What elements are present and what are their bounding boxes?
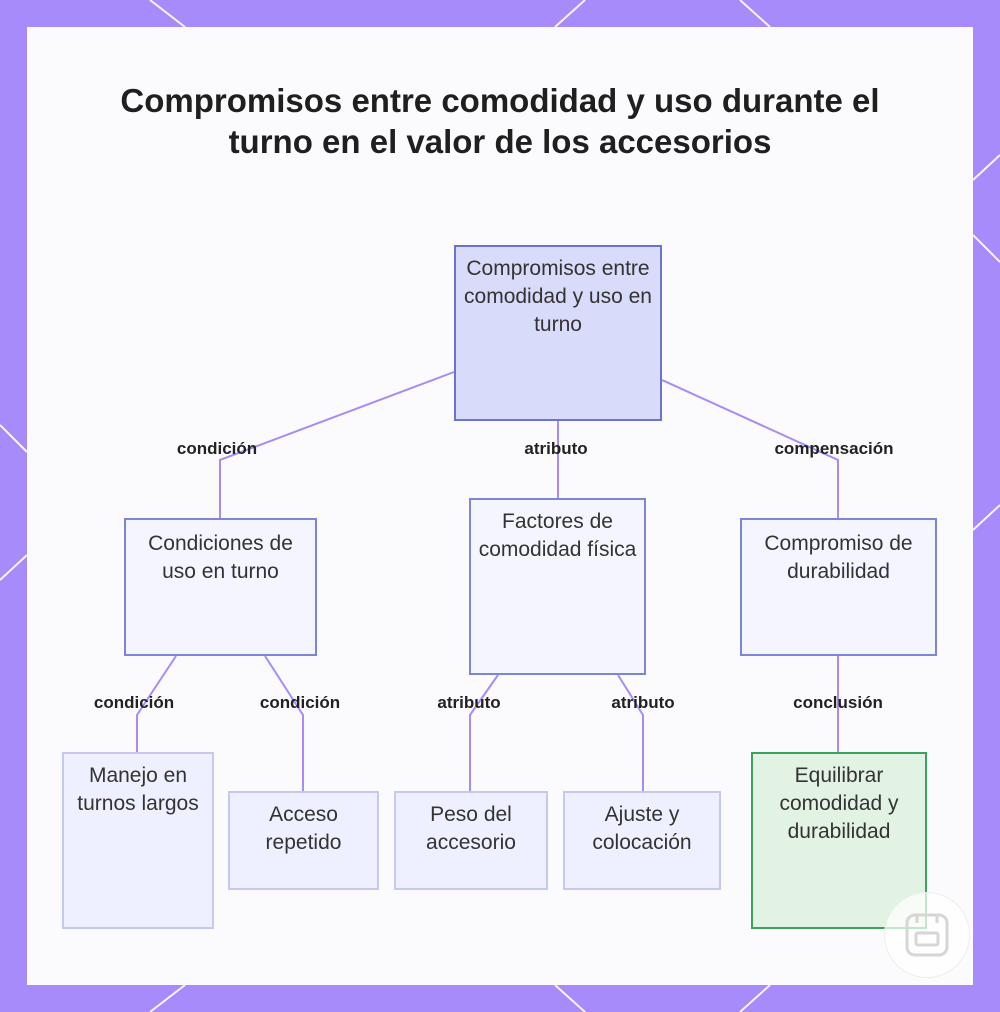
node-peso: Peso del accesorio — [394, 791, 548, 890]
node-ajuste: Ajuste y colocación — [563, 791, 721, 890]
edge-label-durabilidad-equilibrar: conclusión — [793, 693, 883, 713]
edge-condiciones-acceso — [265, 656, 303, 791]
edge-label-root-durabilidad: compensación — [774, 439, 893, 459]
node-peso-label: Peso del accesorio — [402, 801, 540, 857]
node-factores-label: Factores de comodidad física — [477, 508, 638, 564]
node-acceso: Acceso repetido — [228, 791, 379, 890]
node-root: Compromisos entre comodidad y uso en tur… — [454, 245, 662, 421]
node-root-label: Compromisos entre comodidad y uso en tur… — [462, 255, 654, 339]
node-ajuste-label: Ajuste y colocación — [571, 801, 713, 857]
node-equilibrar-label: Equilibrar comodidad y durabilidad — [759, 762, 919, 846]
node-durabilidad: Compromiso de durabilidad — [740, 518, 937, 656]
edge-label-factores-peso: atributo — [437, 693, 500, 713]
node-acceso-label: Acceso repetido — [236, 801, 371, 857]
node-manejo: Manejo en turnos largos — [62, 752, 214, 929]
app-logo-icon — [884, 892, 970, 978]
edge-label-root-factores: atributo — [524, 439, 587, 459]
node-condiciones: Condiciones de uso en turno — [124, 518, 317, 656]
node-factores: Factores de comodidad física — [469, 498, 646, 675]
edge-label-condiciones-acceso: condición — [260, 693, 340, 713]
node-condiciones-label: Condiciones de uso en turno — [132, 530, 309, 586]
edge-label-factores-ajuste: atributo — [611, 693, 674, 713]
edge-label-root-condiciones: condición — [177, 439, 257, 459]
edge-label-condiciones-manejo: condición — [94, 693, 174, 713]
node-manejo-label: Manejo en turnos largos — [70, 762, 206, 818]
node-durabilidad-label: Compromiso de durabilidad — [748, 530, 929, 586]
